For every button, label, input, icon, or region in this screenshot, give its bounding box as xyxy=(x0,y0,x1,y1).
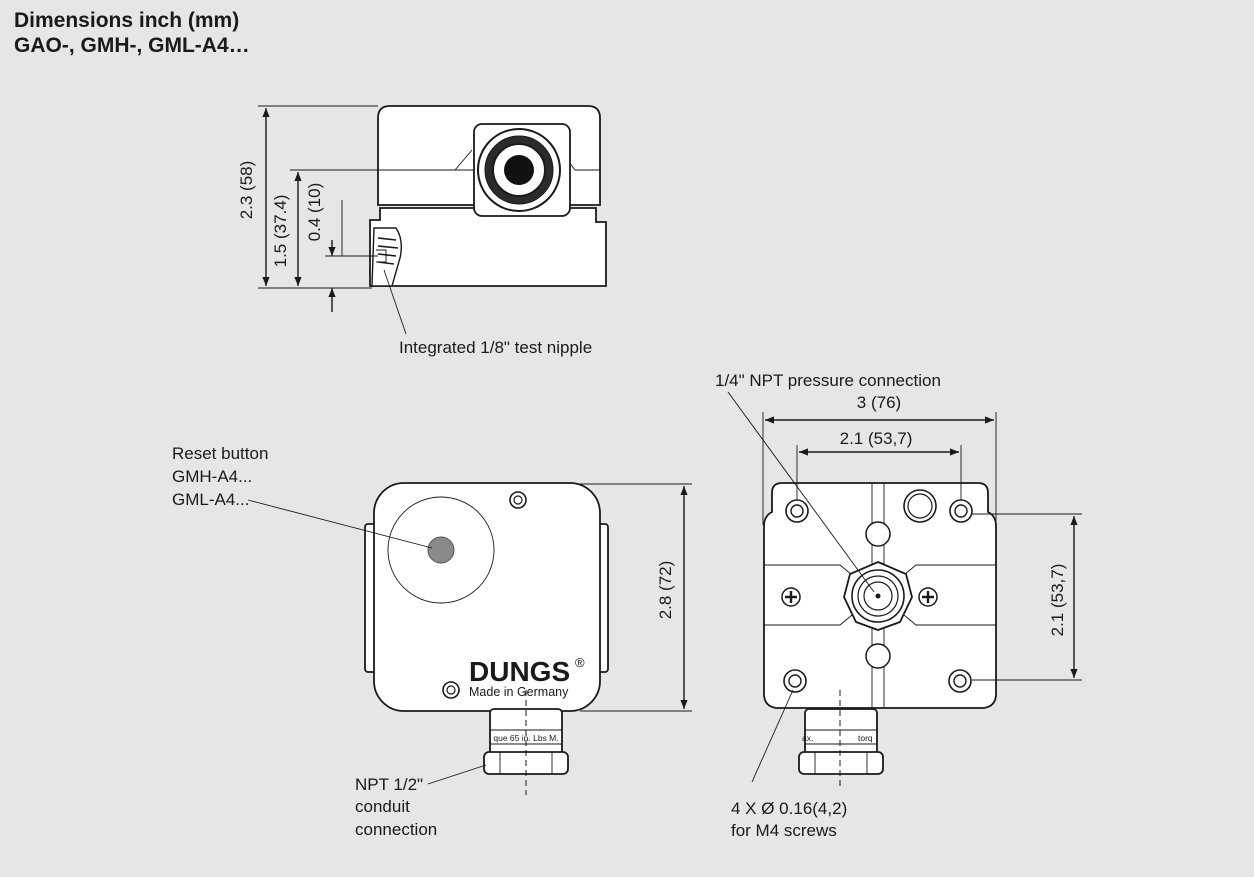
conduit-torque-text: que 65 in. Lbs M. xyxy=(493,733,558,743)
conduit-label-line-2: conduit xyxy=(355,797,410,816)
side-view-lower-housing xyxy=(369,207,607,287)
back-conduit-text-right: torq xyxy=(858,733,873,743)
mount-hole-bottom-left-icon xyxy=(783,669,807,693)
back-view: ax. torq 3 (76) 2.1 (53,7) 2.1 (53,7) 1/… xyxy=(715,371,1082,840)
dim-connection-height: 1.5 (37.4) xyxy=(271,195,290,268)
front-view: DUNGS ® Made in Germany que 65 in. Lbs M… xyxy=(172,444,692,839)
screw-label-line-2: for M4 screws xyxy=(731,821,837,840)
front-screw-top-icon xyxy=(509,491,527,509)
dim-hole-spacing-horizontal: 2.1 (53,7) xyxy=(840,429,913,448)
reset-button xyxy=(427,536,455,564)
screw-label-line-1: 4 X Ø 0.16(4,2) xyxy=(731,799,847,818)
dim-nipple-height: 0.4 (10) xyxy=(305,183,324,242)
reset-button-ring xyxy=(387,496,495,604)
pressure-connection-label: 1/4" NPT pressure connection xyxy=(715,371,941,390)
dim-hole-spacing-vertical: 2.1 (53,7) xyxy=(1048,564,1067,637)
mount-hole-bottom-right-icon xyxy=(948,669,972,693)
side-view: 2.3 (58) 1.5 (37.4) 0.4 (10) Integrated … xyxy=(237,105,607,357)
reset-label-line-2: GMH-A4... xyxy=(172,467,252,486)
made-in-label: Made in Germany xyxy=(469,685,569,699)
pressure-connection-fitting xyxy=(843,561,913,631)
nipple-label: Integrated 1/8" test nipple xyxy=(399,338,592,357)
test-nipple xyxy=(371,227,403,287)
title-line-2: GAO-, GMH-, GML-A4… xyxy=(14,34,250,57)
brand-registered-mark: ® xyxy=(575,655,585,670)
reset-label-line-1: Reset button xyxy=(172,444,268,463)
phillips-screw-right-icon xyxy=(918,587,938,607)
dim-front-height: 2.8 (72) xyxy=(656,561,675,620)
back-conduit-connector: ax. torq xyxy=(798,708,884,775)
brand-logo: DUNGS xyxy=(469,656,570,687)
back-conduit-text-left: ax. xyxy=(802,733,813,743)
dim-total-height: 2.3 (58) xyxy=(237,161,256,220)
mount-hole-top-right-icon xyxy=(949,499,973,523)
dim-back-width: 3 (76) xyxy=(857,393,901,412)
conduit-label-line-3: connection xyxy=(355,820,437,839)
front-view-housing xyxy=(373,482,601,712)
side-view-pressure-fitting xyxy=(473,123,571,217)
front-screw-bottom-icon xyxy=(442,681,460,699)
mount-hole-top-left-icon xyxy=(785,499,809,523)
phillips-screw-left-icon xyxy=(781,587,801,607)
title-line-1: Dimensions inch (mm) xyxy=(14,9,240,32)
conduit-label-line-1: NPT 1/2" xyxy=(355,775,423,794)
reset-label-line-3: GML-A4... xyxy=(172,490,249,509)
